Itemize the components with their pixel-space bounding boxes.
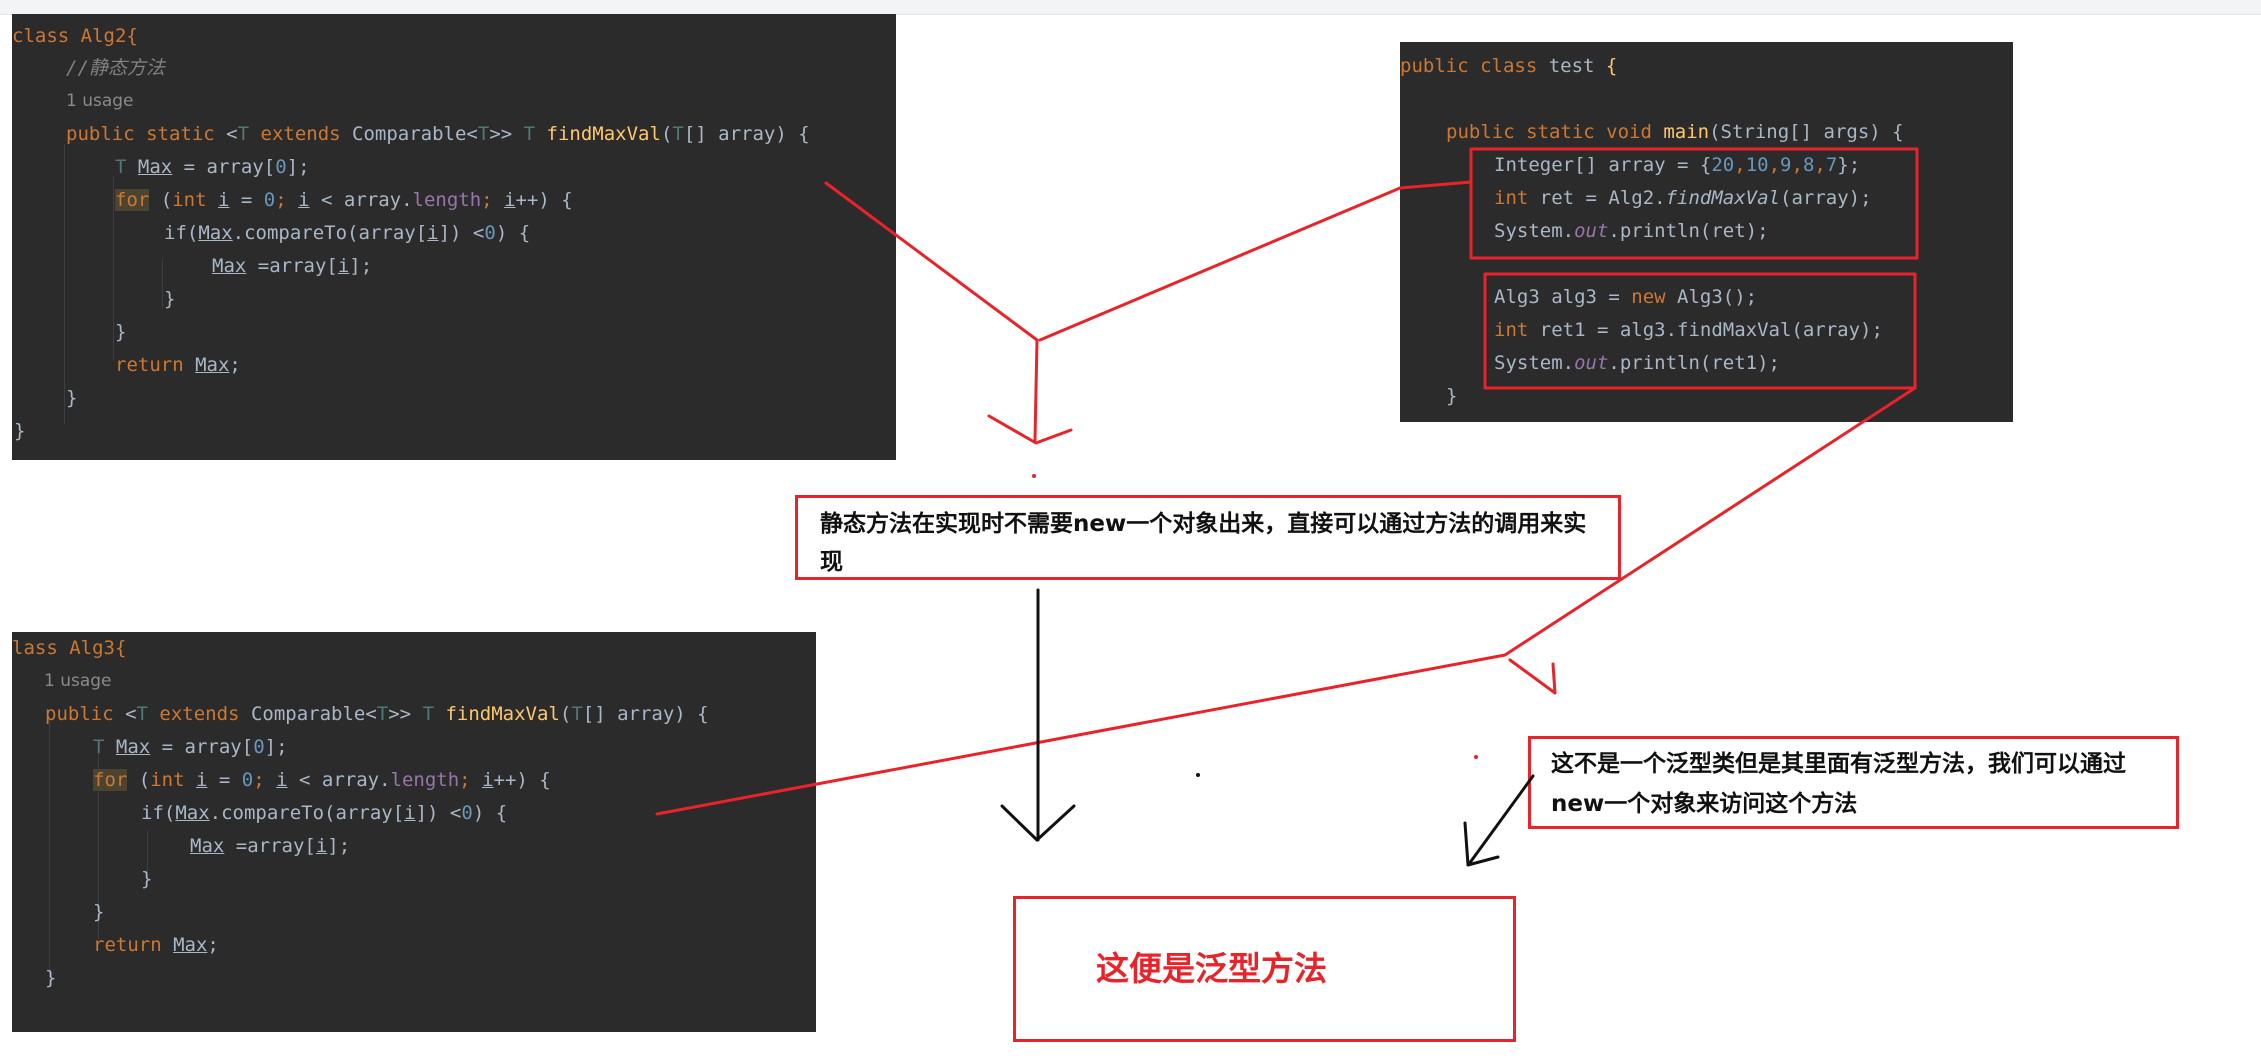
code-line: Max =array[i]; bbox=[212, 255, 373, 277]
code-line: } bbox=[93, 901, 105, 923]
code-line: } bbox=[141, 868, 153, 890]
method-signature-line: public static <T extends Comparable<T>> … bbox=[66, 123, 810, 145]
usage-hint[interactable]: 1 usage bbox=[44, 671, 112, 691]
return-line: return Max; bbox=[115, 354, 241, 376]
main-method-line: public static void main(String[] args) { bbox=[1446, 121, 1904, 143]
code-line: Integer[] array = {20,10,9,8,7}; bbox=[1494, 154, 1861, 176]
code-line: } bbox=[14, 420, 26, 442]
for-loop-line: for (int i = 0; i < array.length; i++) { bbox=[93, 769, 551, 791]
red-connector-from-test bbox=[1038, 180, 1473, 342]
red-arrow-from-alg2 bbox=[824, 181, 1039, 442]
code-panel-alg3: lass Alg3{ 1 usage public <T extends Com… bbox=[12, 632, 816, 1032]
code-line: class Alg2{ bbox=[12, 25, 138, 47]
class-declaration-line: public class test { bbox=[1400, 55, 1618, 77]
red-arrowhead bbox=[987, 414, 1073, 445]
code-line: System.out.println(ret1); bbox=[1494, 352, 1780, 374]
code-line: System.out.println(ret); bbox=[1494, 220, 1769, 242]
code-panel-alg2: class Alg2{ //静态方法 1 usage public static… bbox=[12, 14, 896, 460]
black-dot bbox=[1196, 773, 1200, 777]
code-line: Max =array[i]; bbox=[190, 835, 351, 857]
code-line: } bbox=[115, 321, 127, 343]
red-dot bbox=[1474, 755, 1478, 759]
top-toolbar-strip bbox=[0, 0, 2261, 15]
black-arrowhead bbox=[1463, 821, 1500, 867]
conclusion-box: 这便是泛型方法 bbox=[1013, 896, 1516, 1042]
code-line: T Max = array[0]; bbox=[93, 736, 288, 758]
static-method-note: 静态方法在实现时不需要new一个对象出来，直接可以通过方法的调用来实现 bbox=[795, 495, 1621, 580]
return-line: return Max; bbox=[93, 934, 219, 956]
code-line: if(Max.compareTo(array[i]) <0) { bbox=[164, 222, 531, 244]
black-arrowhead bbox=[1000, 804, 1076, 842]
code-line: } bbox=[164, 288, 176, 310]
code-line: } bbox=[66, 387, 78, 409]
usage-hint[interactable]: 1 usage bbox=[66, 91, 134, 111]
code-line: int ret1 = alg3.findMaxVal(array); bbox=[1494, 319, 1883, 341]
red-arrowhead bbox=[1508, 658, 1557, 695]
black-arrow-diagonal bbox=[1467, 774, 1535, 866]
red-arrow-from-instance-call bbox=[655, 386, 1917, 816]
method-signature-line: public <T extends Comparable<T>> T findM… bbox=[45, 703, 709, 725]
generic-method-note: 这不是一个泛型类但是其里面有泛型方法，我们可以通过new一个对象来访问这个方法 bbox=[1528, 736, 2179, 829]
code-line: Alg3 alg3 = new Alg3(); bbox=[1494, 286, 1758, 308]
code-line: T Max = array[0]; bbox=[115, 156, 310, 178]
highlight-static-call-box bbox=[1469, 147, 1919, 260]
code-line: } bbox=[1446, 385, 1458, 407]
code-line: if(Max.compareTo(array[i]) <0) { bbox=[141, 802, 508, 824]
red-dot bbox=[1032, 474, 1036, 478]
code-line: lass Alg3{ bbox=[12, 637, 127, 659]
code-panel-test: public class test { public static void m… bbox=[1400, 42, 2013, 422]
highlight-instance-call-box bbox=[1483, 272, 1917, 390]
comment-line: //静态方法 bbox=[66, 57, 165, 79]
for-loop-line: for (int i = 0; i < array.length; i++) { bbox=[115, 189, 573, 211]
code-line: } bbox=[45, 967, 57, 989]
code-line: int ret = Alg2.findMaxVal(array); bbox=[1494, 187, 1872, 209]
